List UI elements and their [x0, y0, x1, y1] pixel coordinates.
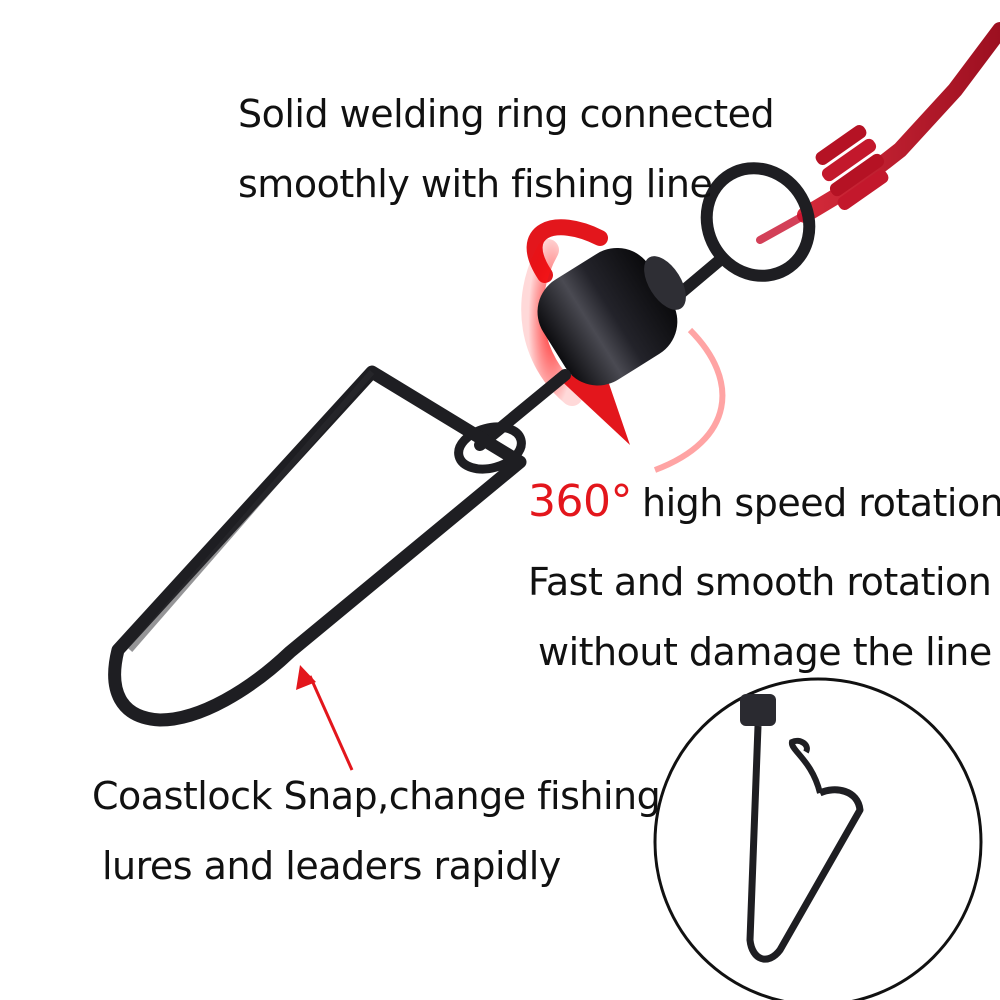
swivel-barrel — [537, 247, 686, 386]
caption-snap-line1: Coastlock Snap,change fishing — [92, 774, 661, 818]
caption-smooth-line1: Fast and smooth rotation — [528, 560, 992, 604]
rotation-degree-label: 360° — [528, 476, 632, 527]
caption-ring-line2: smoothly with fishing line — [238, 162, 713, 206]
rotation-speed-label: high speed rotation — [641, 481, 1000, 525]
caption-snap-line2: lures and leaders rapidly — [102, 844, 561, 888]
welding-ring — [676, 162, 816, 298]
caption-ring-line1: Solid welding ring connected — [238, 92, 775, 136]
snap-pointer-arrow — [296, 665, 354, 771]
coastlock-snap — [108, 365, 527, 727]
swivel-neck — [474, 369, 571, 451]
caption-smooth-line2: without damage the line — [538, 630, 992, 674]
snap-loop — [454, 422, 526, 474]
line-knot — [815, 124, 889, 211]
inset-detail-circle — [653, 677, 983, 1000]
caption-rotation: 360°high speed rotation — [528, 476, 1000, 527]
fishing-line — [756, 22, 1000, 244]
